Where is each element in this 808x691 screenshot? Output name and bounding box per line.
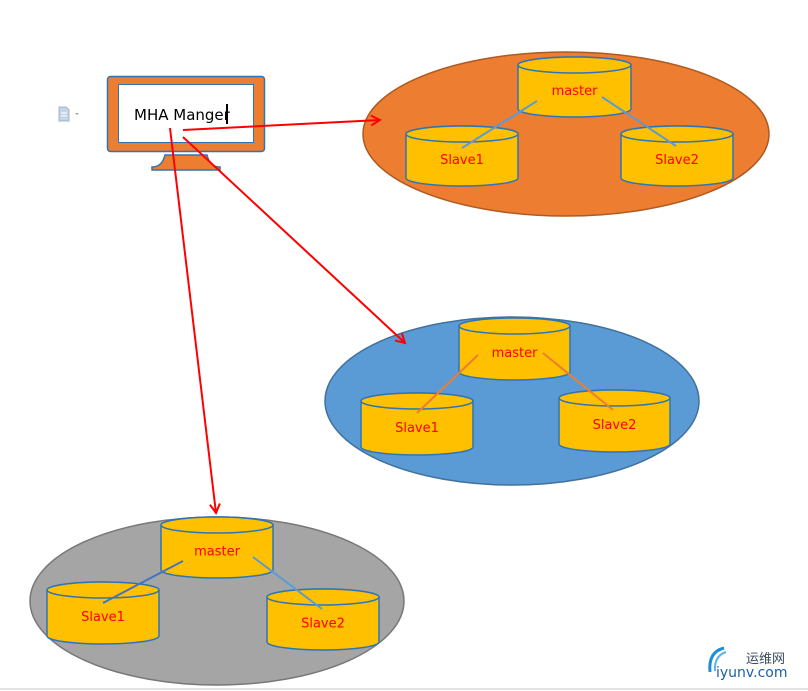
master-db[interactable]: master bbox=[517, 56, 632, 118]
master-db[interactable]: master bbox=[160, 516, 274, 579]
slave2-db-label: Slave2 bbox=[301, 617, 345, 632]
slave2-db[interactable]: Slave2 bbox=[266, 588, 380, 651]
cylinder-top bbox=[360, 392, 474, 410]
replication-link-slave2 bbox=[252, 556, 323, 610]
monitor-screen bbox=[118, 84, 254, 143]
master-db[interactable]: master bbox=[458, 317, 571, 381]
cylinder-top bbox=[46, 581, 160, 599]
cluster-gray: Slave1 Slave2 master bbox=[29, 516, 405, 686]
mha-manager-monitor: MHA Manger bbox=[106, 75, 266, 171]
slave2-db-label: Slave2 bbox=[593, 418, 637, 433]
slave1-db-label: Slave1 bbox=[395, 421, 439, 436]
cylinder-top bbox=[160, 516, 274, 534]
text-cursor bbox=[226, 104, 228, 124]
replication-link-slave1 bbox=[102, 560, 184, 604]
watermark-en: iyunv.com bbox=[716, 665, 788, 681]
replication-link-slave2 bbox=[601, 96, 677, 147]
master-db-label: master bbox=[492, 346, 538, 361]
slave1-db[interactable]: Slave1 bbox=[46, 581, 160, 645]
replication-link-slave1 bbox=[416, 354, 479, 414]
cylinder-top bbox=[517, 56, 632, 74]
master-db-label: master bbox=[552, 84, 598, 99]
slave1-db[interactable]: Slave1 bbox=[405, 125, 519, 187]
slave1-db-label: Slave1 bbox=[81, 610, 125, 625]
page-bottom-divider bbox=[0, 688, 808, 690]
cylinder-top bbox=[558, 389, 671, 407]
arrow-to-orange-cluster bbox=[182, 120, 380, 131]
slave2-db[interactable]: Slave2 bbox=[558, 389, 671, 453]
cluster-blue: Slave1 Slave2 master bbox=[324, 316, 700, 486]
slave2-db-label: Slave2 bbox=[655, 153, 699, 168]
slave1-db[interactable]: Slave1 bbox=[360, 392, 474, 456]
slave2-db[interactable]: Slave2 bbox=[620, 125, 734, 187]
replication-link-slave2 bbox=[542, 352, 614, 411]
watermark-logo: 运维网 iyunv.com bbox=[704, 644, 808, 686]
arrow-to-gray-cluster bbox=[169, 127, 216, 513]
monitor-stand bbox=[151, 154, 221, 171]
watermark-cn: 运维网 bbox=[746, 652, 786, 667]
master-db-label: master bbox=[194, 545, 240, 560]
cylinder-top bbox=[620, 125, 734, 143]
cylinder-top bbox=[458, 317, 571, 335]
arrow-to-blue-cluster bbox=[182, 136, 405, 343]
arrows bbox=[169, 120, 405, 513]
document-icon[interactable] bbox=[58, 106, 82, 122]
slave1-db-label: Slave1 bbox=[440, 153, 484, 168]
chevron-down-icon bbox=[75, 113, 79, 115]
cluster-orange: Slave1 Slave2 master bbox=[362, 51, 770, 217]
replication-link-slave1 bbox=[461, 100, 538, 149]
cylinder-top bbox=[405, 125, 519, 143]
manager-label[interactable]: MHA Manger bbox=[134, 106, 231, 124]
cylinder-top bbox=[266, 588, 380, 606]
